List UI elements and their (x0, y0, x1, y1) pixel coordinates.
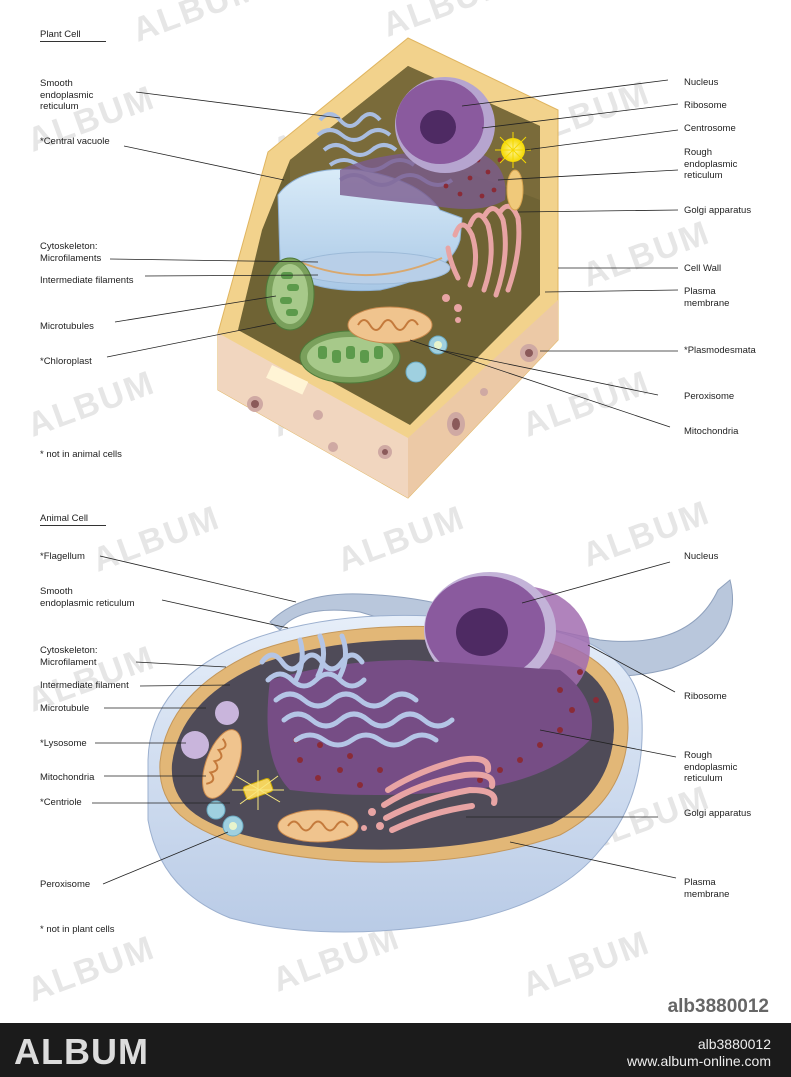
plant-label-smooth-er: Smooth endoplasmic reticulum (40, 78, 94, 112)
plant-label-nucleus: Nucleus (684, 77, 719, 88)
footer-image-id: alb3880012 (697, 1036, 771, 1052)
lysosome (215, 701, 239, 725)
plasmodesmata (313, 410, 323, 420)
cell-wall-side (408, 300, 558, 498)
plant-label-golgi: Golgi apparatus (684, 205, 752, 216)
lysosome (181, 731, 209, 759)
mitochondrion (277, 809, 359, 843)
plant-label-cell-wall: Cell Wall (684, 263, 722, 274)
golgi-apparatus (445, 203, 522, 298)
plant-label-ribosome: Ribosome (684, 100, 727, 111)
plant-cell-illustration (217, 37, 559, 499)
plant-note: * not in animal cells (40, 449, 122, 460)
smooth-er (259, 633, 455, 748)
plant-label-plasmodesmata: *Plasmodesmata (684, 345, 756, 356)
plant-label-plasma-membrane: Plasma membrane (684, 286, 730, 309)
plasmodesmata (328, 442, 338, 452)
animal-label-centriole: *Centriole (40, 797, 82, 808)
plasmodesmata (480, 388, 488, 396)
plant-leader-lines (106, 79, 679, 428)
footer-bar: ALBUM alb3880012 www.album-online.com (0, 1023, 791, 1077)
animal-label-golgi: Golgi apparatus (684, 808, 752, 819)
cell-diagrams (92, 37, 734, 933)
nucleolus (456, 608, 508, 656)
image-id: alb3880012 (667, 996, 769, 1017)
peroxisome (206, 800, 226, 820)
animal-note: * not in plant cells (40, 924, 115, 935)
animal-label-peroxisome: Peroxisome (40, 879, 91, 890)
plant-label-mitochondria: Mitochondria (684, 426, 739, 437)
album-logo: ALBUM (14, 1031, 149, 1072)
plant-label-chloroplast: *Chloroplast (40, 356, 92, 367)
animal-label-cytoskeleton: Cytoskeleton: Microfilament (40, 645, 98, 668)
animal-label-mitochondria: Mitochondria (40, 772, 95, 783)
animal-label-lysosome: *Lysosome (40, 738, 87, 749)
plant-cell-title: Plant Cell (40, 29, 81, 40)
animal-leader-lines (92, 555, 677, 885)
animal-label-plasma-membrane: Plasma membrane (684, 877, 730, 900)
animal-title-underline (40, 525, 106, 526)
animal-cell-illustration (147, 572, 734, 933)
cell-wall-front (218, 333, 408, 498)
animal-label-microtubule: Microtubule (40, 703, 90, 714)
animal-cell-title: Animal Cell (40, 513, 89, 524)
plant-label-rough-er: Rough endoplasmic reticulum (684, 147, 738, 181)
plant-label-centrosome: Centrosome (684, 123, 736, 134)
plant-label-intermediate-filaments: Intermediate filaments (40, 275, 134, 286)
plant-label-peroxisome: Peroxisome (684, 391, 735, 402)
mitochondrion (347, 306, 433, 344)
animal-label-ribosome: Ribosome (684, 691, 727, 702)
plant-label-central-vacuole: *Central vacuole (40, 136, 110, 147)
plant-label-cytoskeleton: Cytoskeleton: Microfilaments (40, 241, 102, 264)
golgi-apparatus (381, 755, 498, 833)
animal-label-smooth-er: Smooth endoplasmic reticulum (40, 586, 135, 609)
animal-label-nucleus: Nucleus (684, 551, 719, 562)
peroxisome (405, 361, 427, 383)
plant-title-underline (40, 41, 106, 42)
centriole (232, 770, 284, 810)
nucleolus (420, 110, 456, 144)
footer-url[interactable]: www.album-online.com (627, 1053, 771, 1069)
plant-label-microtubules: Microtubules (40, 321, 94, 332)
animal-label-rough-er: Rough endoplasmic reticulum (684, 750, 738, 784)
smooth-er (316, 112, 454, 187)
animal-label-flagellum: *Flagellum (40, 551, 85, 562)
animal-label-intermediate-filament: Intermediate filament (40, 680, 129, 691)
